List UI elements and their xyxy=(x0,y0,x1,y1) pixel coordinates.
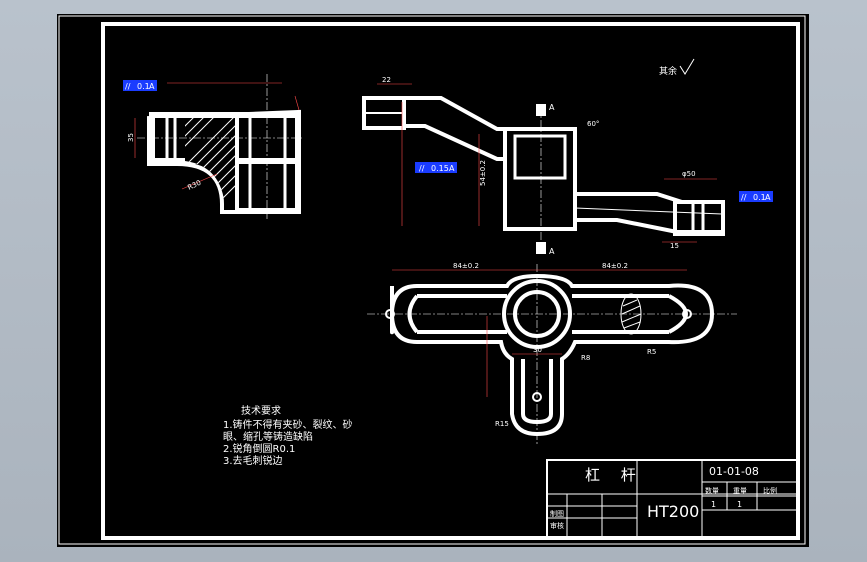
drawing-number: 01-01-08 xyxy=(709,465,759,478)
tolerance-frame-1: // 0.1 A xyxy=(123,80,157,91)
dim-30-label: 30 xyxy=(533,346,542,354)
top-view: 84±0.2 84±0.2 30 R8 R15 R5 xyxy=(367,262,737,444)
dim-r30-label: R30 xyxy=(186,179,202,192)
top-view-outline xyxy=(390,273,715,437)
drawing-canvas: 35 R30 // 0.1 A A A xyxy=(58,15,806,545)
right-boss xyxy=(673,200,725,236)
tech-req-line-3: 2.锐角倒圆R0.1 xyxy=(223,444,296,455)
dim-22-label: 22 xyxy=(382,76,391,84)
tolerance-frame-3: // 0.1 A xyxy=(739,191,773,202)
svg-text://: // xyxy=(125,82,131,91)
scale-value: 1 xyxy=(737,500,743,509)
qty-value: 1 xyxy=(711,500,717,509)
tech-req-line-1: 1.铸件不得有夹砂、裂纹、砂 xyxy=(223,420,353,431)
dim-r15-label: R15 xyxy=(495,420,509,428)
svg-text:0.1: 0.1 xyxy=(753,193,766,202)
qty-header: 数量 xyxy=(705,487,719,495)
tech-req-heading: 技术要求 xyxy=(241,406,281,417)
dim-50-label: φ50 xyxy=(682,170,696,178)
tolerance-frame-2: // 0.15 A xyxy=(415,162,457,173)
central-hub xyxy=(503,127,577,231)
section-label-bottom: A xyxy=(549,247,555,256)
side-view: 35 R30 xyxy=(127,74,302,219)
dim-r5-label: R5 xyxy=(647,348,656,356)
svg-text://: // xyxy=(419,164,425,173)
outer-border xyxy=(58,15,806,545)
drawing-viewport[interactable]: 35 R30 // 0.1 A A A xyxy=(57,14,809,547)
scale-header: 比例 xyxy=(763,487,777,495)
svg-text:A: A xyxy=(449,164,455,173)
row-label-drawn: 制图 xyxy=(550,510,564,518)
svg-text:0.15: 0.15 xyxy=(431,164,449,173)
dim-r8-label: R8 xyxy=(581,354,590,362)
front-view: A A 54±0.2 φ50 15 22 60° xyxy=(362,76,725,256)
section-label-top: A xyxy=(549,103,555,112)
tech-req-line-4: 3.去毛刺锐边 xyxy=(223,456,283,467)
dim-35-label: 35 xyxy=(127,133,135,142)
inner-border xyxy=(101,22,800,540)
row-label-checked: 审核 xyxy=(550,522,564,530)
roughness-note: 其余 xyxy=(659,65,677,77)
roughness-symbol xyxy=(679,58,695,75)
svg-text:A: A xyxy=(149,82,155,91)
hatch-pattern xyxy=(185,118,237,208)
svg-text://: // xyxy=(741,193,747,202)
svg-text:A: A xyxy=(765,193,771,202)
material: HT200 xyxy=(647,502,700,521)
dim-84-right: 84±0.2 xyxy=(602,262,628,270)
weight-header: 重量 xyxy=(733,487,747,495)
dim-84-left: 84±0.2 xyxy=(453,262,479,270)
dim-54-label: 54±0.2 xyxy=(479,160,487,186)
title-block xyxy=(546,459,798,539)
dim-15-label: 15 xyxy=(670,242,679,250)
part-name: 杠 杆 xyxy=(585,466,644,484)
side-view-outline xyxy=(147,109,301,214)
svg-text:0.1: 0.1 xyxy=(137,82,150,91)
angle-label: 60° xyxy=(587,120,599,128)
tech-req-line-2: 眼、缩孔等铸造缺陷 xyxy=(223,432,313,443)
